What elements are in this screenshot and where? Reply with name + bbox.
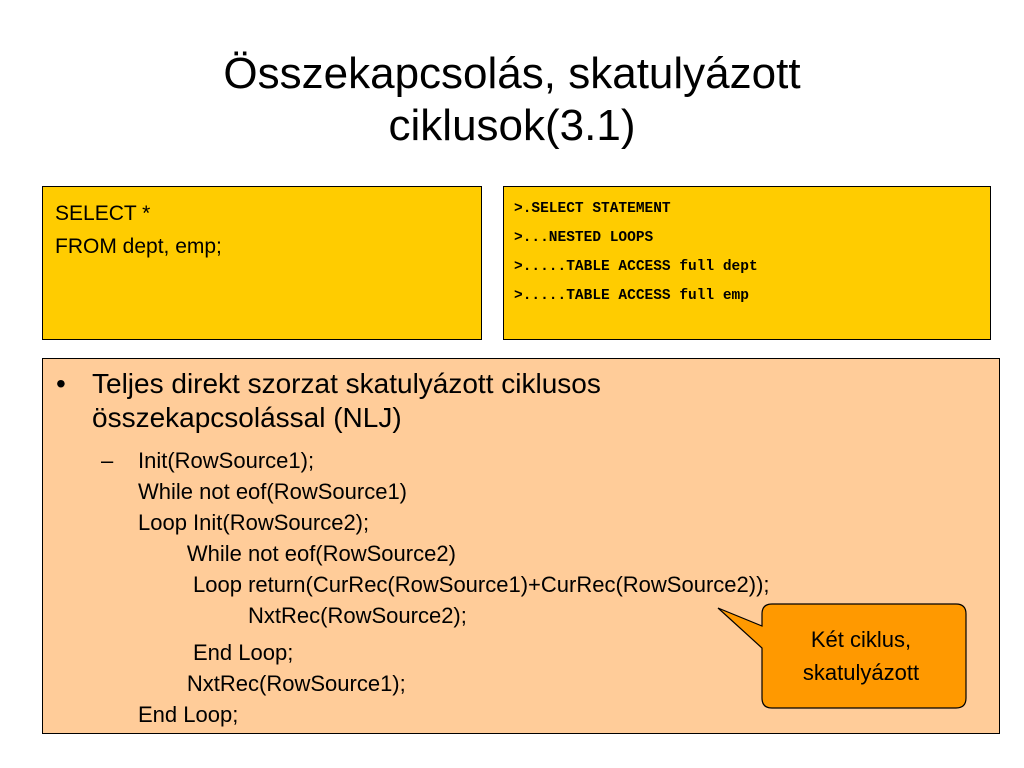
code-line: Loop Init(RowSource2); xyxy=(138,510,370,535)
callout-text: Két ciklus, skatulyázott xyxy=(760,608,962,704)
bullet-marker: • xyxy=(56,368,66,399)
callout-line-2: skatulyázott xyxy=(802,660,920,685)
sql-line-select: SELECT * xyxy=(55,202,151,225)
execution-plan-box: >.SELECT STATEMENT >...NESTED LOOPS >...… xyxy=(503,186,991,340)
pseudocode-block: Init(RowSource1); While not eof(RowSourc… xyxy=(138,445,770,730)
bullet-text: Teljes direkt szorzat skatulyázott ciklu… xyxy=(92,368,601,433)
sql-query-box: SELECT * FROM dept, emp; xyxy=(42,186,482,340)
code-line: While not eof(RowSource2) xyxy=(138,541,456,566)
callout-bubble xyxy=(717,603,967,709)
code-line: NxtRec(RowSource2); xyxy=(138,603,467,628)
callout-line-1: Két ciklus, xyxy=(810,627,912,652)
slide-title: Összekapcsolás, skatulyázott ciklusok(3.… xyxy=(0,48,1024,152)
code-line: End Loop; xyxy=(138,702,239,727)
code-line: NxtRec(RowSource1); xyxy=(138,671,406,696)
plan-line: >.....TABLE ACCESS full emp xyxy=(514,288,749,304)
code-line: Loop return(CurRec(RowSource1)+CurRec(Ro… xyxy=(138,572,770,597)
plan-line: >...NESTED LOOPS xyxy=(514,230,654,246)
slide-title-line-2: ciklusok(3.1) xyxy=(388,101,636,150)
code-line: Init(RowSource1); xyxy=(138,448,315,473)
code-line: While not eof(RowSource1) xyxy=(138,479,408,504)
code-line: End Loop; xyxy=(138,640,294,665)
dash-marker: – xyxy=(101,448,114,473)
slide-title-line-1: Összekapcsolás, skatulyázott xyxy=(223,49,801,98)
plan-line: >.SELECT STATEMENT xyxy=(514,201,671,217)
plan-line: >.....TABLE ACCESS full dept xyxy=(514,259,758,275)
sql-line-from: FROM dept, emp; xyxy=(55,235,222,258)
